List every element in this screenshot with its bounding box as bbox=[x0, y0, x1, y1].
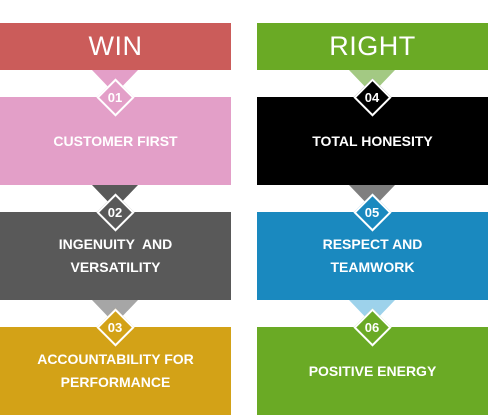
value-label: RESPECT AND bbox=[322, 236, 423, 252]
right-column: RIGHT TOTAL HONESITY RESPECT AND TEAMWOR… bbox=[257, 0, 490, 417]
win-title: WIN bbox=[88, 31, 143, 61]
win-header: WIN bbox=[0, 23, 231, 70]
right-header: RIGHT bbox=[257, 23, 488, 70]
step-number: 01 bbox=[107, 90, 123, 105]
value-label: VERSATILITY bbox=[70, 259, 161, 275]
win-column: WIN CUSTOMER FIRST INGENUITY AND VERSATI… bbox=[0, 0, 233, 417]
value-label: ACCOUNTABILITY FOR bbox=[37, 351, 194, 367]
step-number: 02 bbox=[107, 205, 123, 220]
value-label: TOTAL HONESITY bbox=[312, 132, 433, 149]
step-number: 03 bbox=[107, 320, 123, 335]
value-label: PERFORMANCE bbox=[60, 374, 171, 390]
value-label: POSITIVE ENERGY bbox=[308, 362, 437, 379]
value-label: INGENUITY AND bbox=[58, 236, 173, 252]
step-number: 04 bbox=[364, 90, 380, 105]
value-label: CUSTOMER FIRST bbox=[53, 132, 178, 149]
right-title: RIGHT bbox=[329, 31, 416, 61]
value-label: TEAMWORK bbox=[330, 259, 415, 275]
step-number: 05 bbox=[364, 205, 380, 220]
step-number: 06 bbox=[364, 320, 380, 335]
